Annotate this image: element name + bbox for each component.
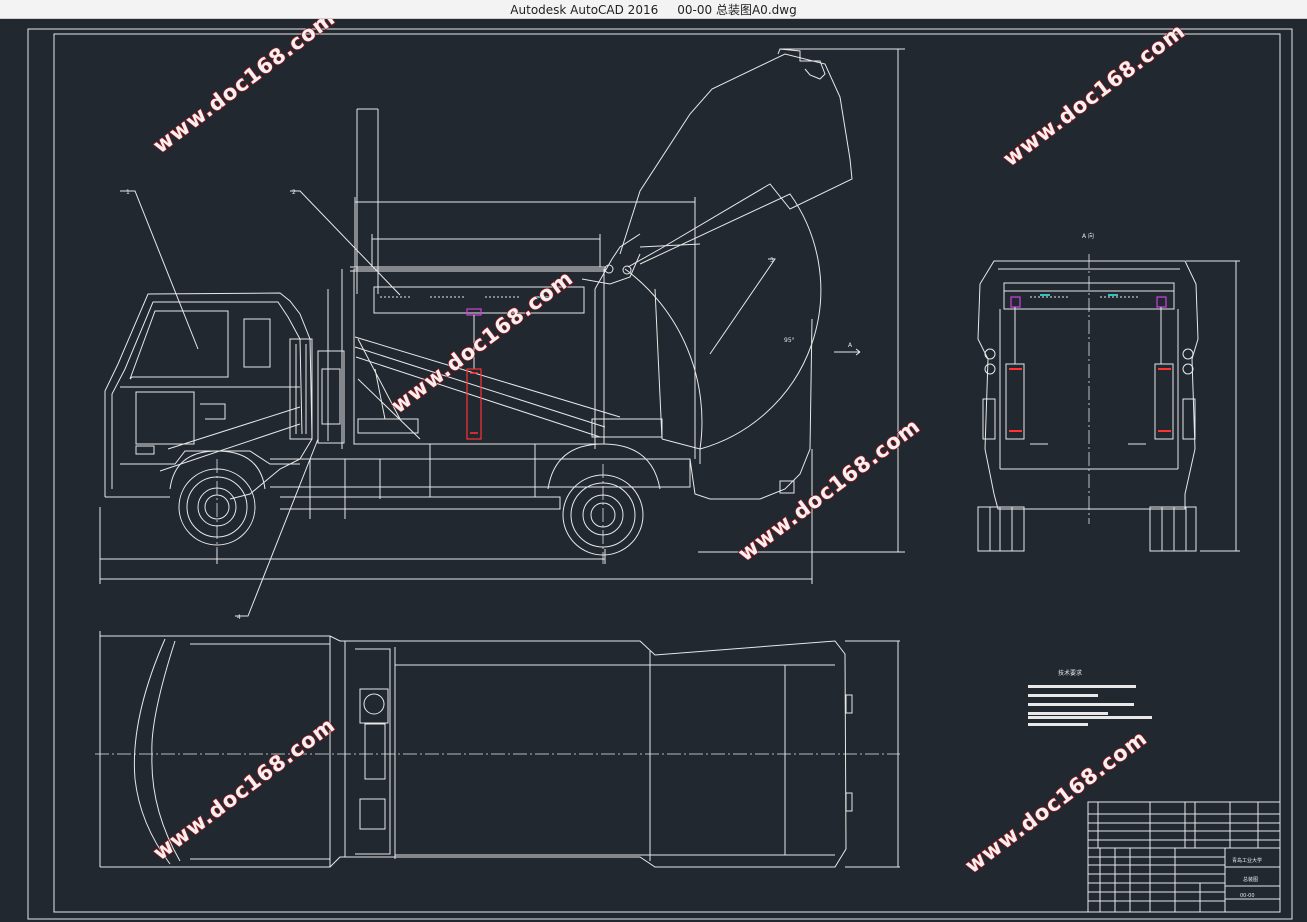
tech-requirements [1028,685,1152,726]
top-view [99,631,900,868]
rear-view-title: A 向 [1082,232,1094,240]
balloon-3: 3 [770,257,774,264]
watermark: www.doc168.com [149,713,340,865]
title-block-school: 青岛工业大学 [1232,857,1262,864]
outer-frame [27,28,1293,920]
watermark: www.doc168.com [149,19,340,158]
balloon-2: 2 [292,189,296,196]
rear-view [977,260,1240,552]
centerlines [95,254,1090,755]
cad-drawing[interactable]: 技术要求 1 2 3 4 95° A A 向 青岛工业大学 总装图 00-00 … [0,19,1307,922]
tech-requirements-title: 技术要求 [1058,669,1082,677]
balloon-1: 1 [126,189,130,196]
inner-frame [53,33,1281,913]
watermark: www.doc168.com [999,19,1190,171]
balloon-4: 4 [237,614,241,621]
title-block [1087,801,1281,913]
title-block-number: 00-00 [1240,893,1255,899]
hydraulic-cylinders [380,294,1171,440]
view-arrow-label: A [848,342,853,349]
title-block-name: 总装图 [1243,876,1258,883]
angle-label: 95° [784,337,795,344]
window-titlebar: Autodesk AutoCAD 2016 00-00 总装图A0.dwg [0,0,1307,19]
watermark: www.doc168.com [734,414,925,566]
window-title: Autodesk AutoCAD 2016 00-00 总装图A0.dwg [510,3,797,17]
